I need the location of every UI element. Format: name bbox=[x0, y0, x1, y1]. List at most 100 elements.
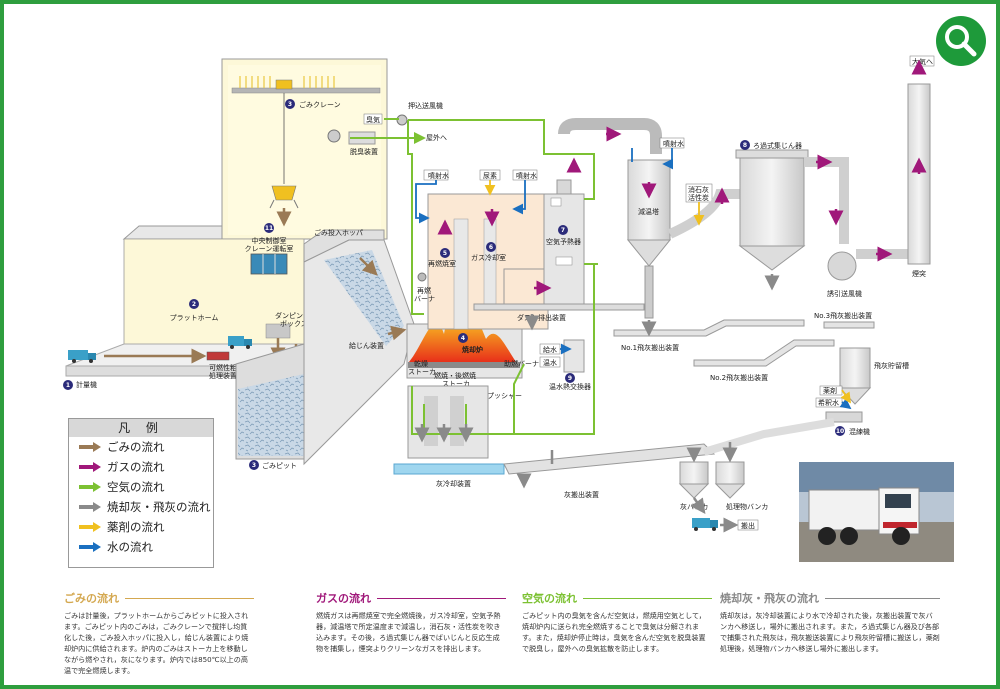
description-title-text: 空気の流れ bbox=[522, 592, 577, 605]
bulky-waste-processor bbox=[206, 351, 230, 361]
fly-ash-1-label: No.1飛灰搬出装置 bbox=[621, 343, 679, 352]
crane-number: 3 bbox=[288, 101, 292, 108]
dumping-label-1: ダンピング bbox=[275, 311, 310, 320]
ash-bunker bbox=[678, 461, 710, 499]
legend-item: ごみの流れ bbox=[69, 437, 213, 457]
legend-arrow-icon bbox=[79, 462, 101, 472]
control-room-window bbox=[250, 253, 288, 275]
treated-bunker bbox=[714, 461, 746, 499]
fly-ash-conveyor-2 bbox=[693, 339, 835, 367]
incinerator-number: 4 bbox=[461, 335, 465, 342]
ash-discharge-label: 灰搬出装置 bbox=[564, 490, 599, 499]
urea-label: 尿素 bbox=[483, 171, 497, 180]
water-spray-label-1: 噴射水 bbox=[428, 171, 449, 180]
dump-truck-icon bbox=[692, 518, 718, 531]
legend-item-label: 焼却灰・飛灰の流れ bbox=[107, 500, 211, 514]
legend-title: 凡 例 bbox=[69, 419, 213, 437]
drying-stoker-label-2: ストーカ bbox=[408, 368, 436, 376]
bulky-label-1: 可燃性粗大ごみ bbox=[209, 363, 258, 372]
hot-water-exchanger-label: 温水熱交換器 bbox=[549, 382, 591, 391]
cooling-water-label: 噴射水 bbox=[663, 139, 684, 148]
description-title-text: ガスの流れ bbox=[316, 592, 371, 605]
legend-item-label: 水の流れ bbox=[107, 540, 153, 554]
bag-filter-label: ろ過式集じん器 bbox=[753, 141, 802, 150]
chemical-flow-lines bbox=[484, 180, 851, 404]
odor-label: 臭気 bbox=[366, 115, 380, 124]
description-body: ごみピット内の臭気を含んだ空気は，燃焼用空気として，焼却炉内に送られ完全燃焼する… bbox=[522, 611, 706, 653]
air-preheater-number-badge bbox=[558, 225, 568, 235]
dust-conveyor bbox=[473, 303, 645, 311]
induced-fan-icon bbox=[827, 251, 857, 281]
flue-duct bbox=[804, 157, 849, 244]
garbage-pit bbox=[235, 343, 305, 460]
control-room-label-2: クレーン運転室 bbox=[245, 244, 294, 253]
reburner-label-2: バーナ bbox=[414, 295, 435, 303]
fly-ash-silo bbox=[838, 347, 872, 405]
kneader bbox=[825, 411, 863, 423]
aux-burner-label: 助燃バーナ bbox=[504, 359, 539, 368]
description-ash: 焼却灰・飛灰の流れ 焼却灰は，灰冷却装置により水で冷却された後，灰搬出装置で灰バ… bbox=[720, 590, 940, 654]
legend: 凡 例 ごみの流れガスの流れ空気の流れ焼却灰・飛灰の流れ薬剤の流れ水の流れ bbox=[68, 418, 214, 568]
kneader-label: 混練機 bbox=[849, 427, 870, 436]
air-preheater-label: 空気予熱器 bbox=[546, 237, 581, 246]
legend-arrow-icon bbox=[79, 502, 101, 512]
hot-water-exchanger-number: 9 bbox=[568, 375, 572, 382]
hot-water-exchanger bbox=[539, 339, 585, 373]
stack-label: 煙突 bbox=[912, 269, 926, 278]
bag-filter-number: 8 bbox=[743, 142, 747, 149]
kneader-number-badge bbox=[835, 426, 845, 436]
description-air: 空気の流れ ごみピット内の臭気を含んだ空気は，燃焼用空気として，焼却炉内に送られ… bbox=[522, 590, 712, 654]
water-supply-label: 給水 bbox=[543, 345, 557, 354]
scale-number-badge bbox=[63, 380, 73, 390]
hot-water-exchanger-number-badge bbox=[565, 373, 575, 383]
crane-label: ごみクレーン bbox=[299, 100, 341, 109]
fly-ash-2-label: No.2飛灰搬出装置 bbox=[710, 373, 768, 382]
legend-arrow-icon bbox=[79, 442, 101, 452]
description-title-text: ごみの流れ bbox=[64, 592, 119, 605]
hopper-building bbox=[303, 229, 415, 466]
deodorizer-label: 脱臭装置 bbox=[350, 147, 378, 156]
combustion-stoker-label-2: ストーカ bbox=[442, 380, 470, 388]
pusher-label: 後燃焼プッシャー bbox=[466, 391, 522, 400]
legend-item: 水の流れ bbox=[69, 537, 213, 557]
induced-fan-label: 誘引送風機 bbox=[827, 289, 862, 298]
legend-arrow-icon bbox=[79, 482, 101, 492]
hot-water-label: 温水 bbox=[543, 358, 557, 367]
gas-flow-lines bbox=[437, 59, 927, 296]
gas-cooling-label: ガス冷却室 bbox=[471, 253, 506, 262]
pit-label: ごみピット bbox=[262, 461, 297, 470]
fly-ash-3-label: No.3飛灰搬出装置 bbox=[814, 311, 872, 320]
description-title: 空気の流れ bbox=[522, 590, 712, 606]
dump-truck-photo bbox=[799, 462, 954, 562]
kneader-number: 10 bbox=[836, 428, 844, 435]
description-title-text: 焼却灰・飛灰の流れ bbox=[720, 592, 819, 605]
dust-discharge-label: ダスト排出装置 bbox=[517, 313, 566, 322]
drying-stoker-label-1: 乾燥 bbox=[414, 359, 428, 368]
pit-number: 3 bbox=[252, 462, 256, 469]
gas-cooling-number-badge bbox=[486, 242, 496, 252]
gas-cooling-number: 6 bbox=[489, 244, 493, 251]
legend-item-label: 空気の流れ bbox=[107, 480, 165, 494]
search-button[interactable] bbox=[936, 16, 986, 66]
truck-icon bbox=[68, 350, 96, 363]
fly-ash-conveyor-1 bbox=[613, 319, 805, 337]
air-flow-lines bbox=[350, 118, 598, 435]
combustion-stoker-label-1: 燃焼・後燃焼 bbox=[434, 371, 476, 380]
control-room-number: 11 bbox=[265, 225, 273, 232]
platform-number-badge bbox=[189, 299, 199, 309]
recombustion-label: 再燃焼室 bbox=[428, 259, 456, 268]
platform-number: 2 bbox=[192, 301, 196, 308]
legend-item-label: ガスの流れ bbox=[107, 460, 165, 474]
legend-items: ごみの流れガスの流れ空気の流れ焼却灰・飛灰の流れ薬剤の流れ水の流れ bbox=[69, 437, 213, 557]
treated-conveyor bbox=[702, 418, 835, 456]
bag-filter-number-badge bbox=[740, 140, 750, 150]
bulky-label-2: 処理装置 bbox=[209, 371, 237, 380]
description-gas: ガスの流れ 燃焼ガスは再燃焼室で完全燃焼後，ガス冷却室，空気予熱器，減温塔で所定… bbox=[316, 590, 506, 654]
platform-label: プラットホーム bbox=[170, 314, 219, 322]
garbage-flow-lines bbox=[276, 208, 407, 341]
forced-fan-label: 押込送風機 bbox=[408, 101, 443, 110]
ash-flow-lines bbox=[414, 274, 780, 515]
scale-number: 1 bbox=[66, 382, 70, 389]
description-title: 焼却灰・飛灰の流れ bbox=[720, 590, 940, 606]
outside-label: 屋外へ bbox=[426, 133, 447, 142]
